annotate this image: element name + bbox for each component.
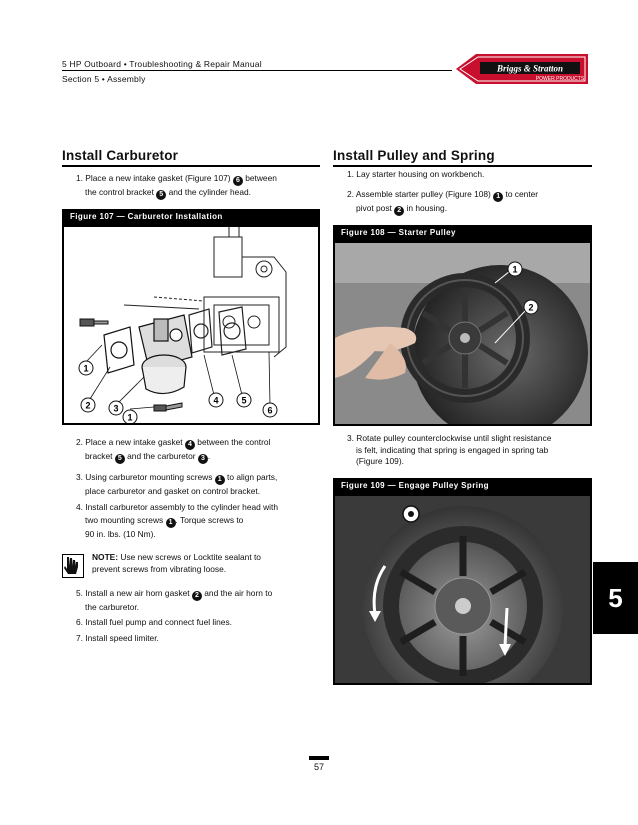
- note-block: NOTE: Use new screws or Locktite sealant…: [92, 552, 261, 574]
- callout-1: 1: [165, 518, 176, 528]
- section-label: Section 5 • Assembly: [62, 74, 146, 84]
- svg-text:1: 1: [127, 413, 132, 423]
- callout-5: 5: [114, 454, 125, 464]
- page-number: 57: [313, 762, 324, 772]
- carburetor-title-rule: [62, 165, 320, 167]
- svg-text:4: 4: [213, 396, 218, 406]
- figure-108-photo: 1 2: [333, 241, 592, 426]
- carburetor-step-1: 1. Place a new intake gasket (Figure 107…: [76, 173, 277, 200]
- figure-109-photo: [333, 494, 592, 685]
- svg-text:1: 1: [83, 364, 88, 374]
- callout-2: 2: [394, 206, 405, 216]
- carburetor-step-5: 5. Install a new air horn gasket 2 and t…: [76, 588, 273, 612]
- callout-6: 6: [232, 176, 243, 186]
- pulley-step-3: 3. Rotate pulley counterclockwise until …: [347, 433, 552, 466]
- carburetor-step-4: 4. Install carburetor assembly to the cy…: [76, 502, 279, 539]
- callout-1: 1: [493, 192, 504, 202]
- svg-text:5: 5: [241, 396, 246, 406]
- callout-1: 1: [214, 475, 225, 485]
- pulley-title-rule: [333, 165, 592, 167]
- pulley-step-1: 1. Lay starter housing on workbench.: [347, 169, 485, 179]
- briggs-stratton-logo: Briggs & Stratton POWER PRODUCTS: [452, 52, 592, 86]
- svg-text:POWER PRODUCTS: POWER PRODUCTS: [536, 76, 585, 82]
- svg-text:2: 2: [85, 401, 90, 411]
- figure-109-caption: Figure 109 — Engage Pulley Spring: [333, 478, 592, 494]
- pulley-section-title: Install Pulley and Spring: [333, 148, 495, 163]
- running-header: 5 HP Outboard • Troubleshooting & Repair…: [62, 57, 262, 86]
- svg-text:3: 3: [113, 404, 118, 414]
- callout-3: 3: [197, 454, 208, 464]
- figure-108-caption: Figure 108 — Starter Pulley: [333, 225, 592, 241]
- callout-4: 4: [184, 440, 195, 450]
- header-rule: [62, 70, 452, 71]
- svg-text:6: 6: [267, 406, 272, 416]
- page-number-bar: [309, 756, 329, 760]
- carburetor-section-title: Install Carburetor: [62, 148, 179, 163]
- svg-text:Briggs & Stratton: Briggs & Stratton: [496, 64, 563, 74]
- svg-text:1: 1: [512, 265, 517, 275]
- pulley-step-2: 2. Assemble starter pulley (Figure 108) …: [347, 189, 539, 216]
- figure-107-drawing: 1 2 3 1 4 5 6: [62, 225, 320, 425]
- callout-2: 2: [191, 591, 202, 601]
- carburetor-step-2: 2. Place a new intake gasket 4 between t…: [76, 437, 271, 464]
- manual-title: 5 HP Outboard • Troubleshooting & Repair…: [62, 59, 262, 69]
- callout-5: 5: [156, 190, 167, 200]
- carburetor-step-3: 3. Using carburetor mounting screws 1 to…: [76, 472, 278, 496]
- hand-note-icon: [62, 554, 84, 578]
- figure-107-caption: Figure 107 — Carburetor Installation: [62, 209, 320, 225]
- svg-text:2: 2: [528, 303, 533, 313]
- section-tab: 5: [593, 562, 638, 634]
- carburetor-step-7: 7. Install speed limiter.: [76, 633, 159, 643]
- carburetor-step-6: 6. Install fuel pump and connect fuel li…: [76, 617, 232, 627]
